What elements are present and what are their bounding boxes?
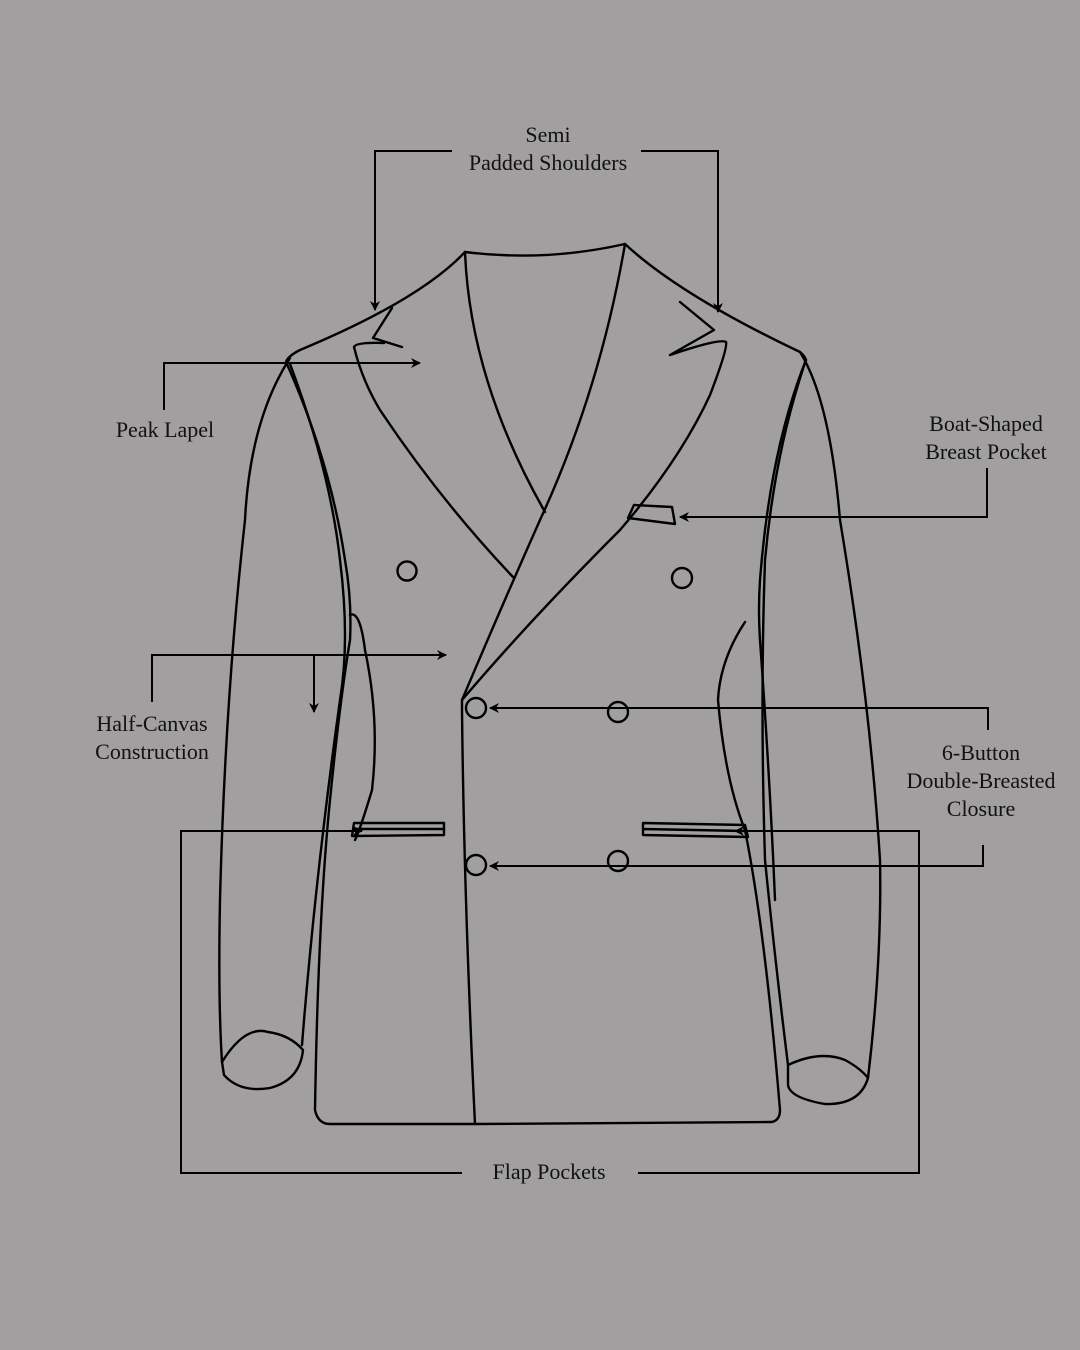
label-breast-pocket: Boat-Shaped Breast Pocket	[900, 410, 1072, 466]
label-line: Peak Lapel	[115, 417, 215, 442]
label-peak-lapel: Peak Lapel	[95, 416, 235, 444]
button	[606, 849, 630, 873]
right-sleeve-inner	[761, 358, 808, 1067]
closure-callout-bottom	[489, 845, 984, 871]
right-cuff	[786, 1054, 870, 1106]
label-line: Semi	[525, 122, 571, 147]
left-neck-line	[463, 250, 547, 514]
label-flap-pockets: Flap Pockets	[468, 1158, 630, 1186]
left-sleeve-inner	[288, 362, 347, 1047]
hem	[473, 1108, 782, 1126]
closure-callout-top	[489, 703, 989, 730]
peak-lapel-callout	[163, 358, 421, 410]
label-line: Breast Pocket	[925, 439, 1047, 464]
callout-lines	[151, 150, 989, 1174]
label-line: Half-Canvas	[96, 711, 208, 736]
breast-pocket-callout	[679, 468, 988, 522]
label-line: Boat-Shaped	[929, 411, 1043, 436]
left-dart-inner	[348, 613, 376, 842]
right-body-side	[757, 358, 808, 642]
front-edge	[460, 518, 542, 1126]
right-flap-pocket	[641, 821, 750, 839]
flap-callout-right	[638, 826, 920, 1174]
label-half-canvas: Half-Canvas Construction	[72, 710, 232, 766]
label-closure: 6-Button Double-Breasted Closure	[888, 739, 1074, 823]
left-lapel	[352, 306, 515, 579]
left-flap-pocket	[350, 821, 446, 838]
left-sleeve-outer	[218, 356, 292, 1064]
jacket-outline	[218, 242, 882, 1126]
label-line: Double-Breasted	[906, 768, 1056, 793]
label-line: Closure	[946, 796, 1016, 821]
button	[670, 566, 694, 590]
right-sleeve-outer	[798, 350, 882, 1080]
right-dart	[716, 620, 782, 1112]
left-cuff	[220, 1029, 305, 1091]
half-canvas-callout	[151, 650, 447, 702]
right-neck-line	[538, 242, 627, 522]
right-shoulder	[623, 242, 808, 362]
label-line: 6-Button	[941, 740, 1021, 765]
button	[606, 700, 630, 724]
right-lapel	[460, 300, 728, 702]
collar-back	[463, 242, 627, 257]
left-dart	[313, 638, 477, 1126]
button	[464, 853, 488, 877]
label-line: Padded Shoulders	[468, 150, 628, 175]
flap-callout-left	[180, 826, 462, 1174]
shoulder-callout-left	[370, 150, 452, 311]
label-semi-padded-shoulders: Semi Padded Shoulders	[448, 121, 648, 177]
label-line: Construction	[95, 739, 209, 764]
breast-pocket	[626, 503, 677, 526]
button	[396, 560, 418, 582]
label-line: Flap Pockets	[492, 1159, 606, 1184]
left-body-side	[284, 360, 352, 642]
button	[464, 696, 488, 720]
shoulder-callout-right	[641, 150, 723, 313]
